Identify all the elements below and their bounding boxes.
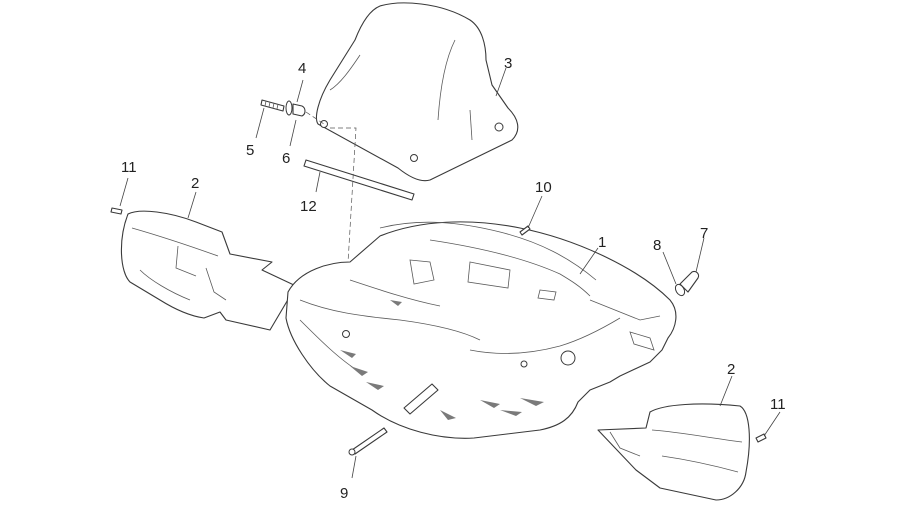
screw-10: [519, 225, 531, 236]
right-handlebar-cover: [597, 403, 750, 501]
screw-11-right: [755, 433, 767, 443]
callout-labels: 1 2 2 3 4 5 6 7 8 9 10 11 11 12: [121, 55, 786, 502]
seal-strip-part: [303, 159, 415, 201]
callout-11-right: 11: [770, 396, 786, 413]
callout-3: 3: [504, 55, 512, 72]
leader-lines: [119, 67, 781, 479]
screw-9: [348, 427, 388, 456]
left-handlebar-cover: [120, 210, 297, 331]
callout-12: 12: [300, 198, 317, 215]
windshield-part: [315, 2, 519, 182]
spacer-6: [292, 103, 306, 117]
callout-9: 9: [340, 485, 348, 502]
callout-2-left: 2: [191, 175, 199, 192]
washer-8: [674, 283, 686, 297]
internal-bolt: [403, 383, 439, 415]
screw-11-left: [110, 207, 123, 215]
bolt-7: [679, 270, 700, 293]
callout-10: 10: [535, 179, 552, 196]
callout-7: 7: [700, 225, 708, 242]
handlebar-front-cover: [285, 221, 677, 439]
callout-5: 5: [246, 142, 254, 159]
callout-8: 8: [653, 237, 661, 254]
callout-2-right: 2: [727, 361, 735, 378]
washer-4: [285, 100, 293, 116]
callout-4: 4: [298, 60, 306, 77]
callout-11-left: 11: [121, 159, 137, 176]
screw-5: [260, 99, 285, 112]
callout-6: 6: [282, 150, 290, 167]
callout-1: 1: [598, 234, 606, 251]
